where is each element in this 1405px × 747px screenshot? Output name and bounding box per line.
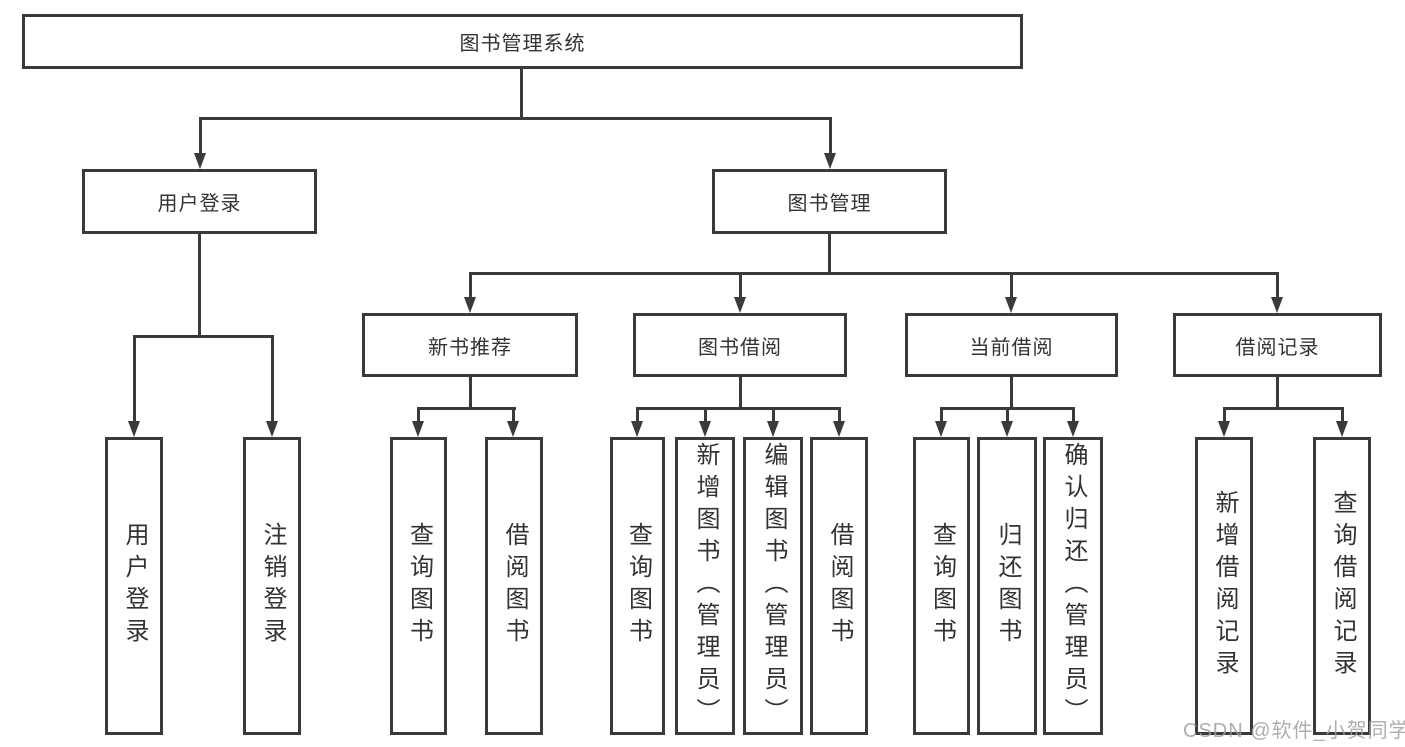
arrow-down-icon (1001, 421, 1013, 437)
connector-line (772, 407, 775, 423)
node-new-book-recommendation: 新书推荐 (362, 313, 578, 377)
connector-line (828, 234, 831, 275)
connector-line (469, 272, 1279, 275)
leaf-user-login: 用户登录 (105, 437, 163, 735)
arrow-down-icon (833, 421, 845, 437)
arrow-down-icon (412, 421, 424, 437)
leaf-edit-book-admin: 编辑图书（管理员） (743, 437, 803, 735)
arrow-down-icon (631, 421, 643, 437)
leaf-label: 借阅图书 (501, 522, 528, 650)
arrow-down-icon (507, 421, 519, 437)
node-label: 用户登录 (157, 193, 242, 215)
leaf-add-borrow-record: 新增借阅记录 (1195, 437, 1253, 735)
arrow-down-icon (1067, 421, 1079, 437)
connector-line (271, 335, 274, 422)
connector-line (1276, 272, 1279, 298)
arrow-down-icon (935, 421, 947, 437)
node-label: 图书管理 (787, 193, 872, 215)
leaf-add-book-admin: 新增图书（管理员） (675, 437, 735, 735)
arrow-down-icon (734, 297, 746, 313)
node-current-borrowing: 当前借阅 (905, 313, 1118, 377)
node-label: 图书管理系统 (459, 33, 586, 55)
arrow-down-icon (699, 421, 711, 437)
connector-line (1010, 377, 1013, 409)
arrow-down-icon (1005, 297, 1017, 313)
node-book-borrowing: 图书借阅 (633, 313, 847, 377)
node-book-management: 图书管理 (712, 169, 947, 234)
connector-line (829, 117, 832, 154)
connector-line (940, 407, 943, 423)
leaf-label: 注销登录 (259, 522, 286, 650)
connector-line (636, 407, 639, 423)
node-user-login: 用户登录 (82, 169, 317, 234)
leaf-logout: 注销登录 (243, 437, 301, 735)
connector-line (199, 117, 832, 120)
leaf-query-books-recommend: 查询图书 (390, 437, 447, 735)
leaf-label: 借阅图书 (826, 522, 853, 650)
arrow-down-icon (194, 153, 206, 169)
connector-line (469, 377, 472, 409)
node-library-management-system: 图书管理系统 (22, 14, 1023, 69)
leaf-label: 新增借阅记录 (1211, 490, 1238, 682)
arrow-down-icon (128, 421, 140, 437)
node-label: 新书推荐 (428, 336, 512, 359)
node-label: 当前借阅 (969, 336, 1054, 359)
leaf-label: 用户登录 (121, 522, 148, 650)
node-borrowing-records: 借阅记录 (1173, 313, 1382, 377)
connector-line (636, 407, 841, 410)
arrow-down-icon (1336, 421, 1348, 437)
connector-line (1223, 407, 1226, 423)
connector-line (1072, 407, 1075, 423)
leaf-confirm-return-admin: 确认归还（管理员） (1043, 437, 1103, 735)
node-label: 图书借阅 (698, 336, 782, 359)
leaf-label: 新增图书（管理员） (692, 442, 719, 730)
leaf-label: 归还图书 (994, 522, 1021, 650)
leaf-label: 确认归还（管理员） (1060, 442, 1087, 730)
connector-line (512, 407, 515, 423)
connector-line (520, 69, 523, 118)
connector-line (199, 117, 202, 154)
leaf-label: 查询图书 (624, 522, 652, 650)
leaf-label: 编辑图书（管理员） (760, 442, 787, 730)
connector-line (1223, 407, 1344, 410)
connector-line (417, 407, 516, 410)
node-label: 借阅记录 (1235, 336, 1320, 359)
leaf-query-borrow-record: 查询借阅记录 (1313, 437, 1371, 735)
connector-line (838, 407, 841, 423)
connector-line (469, 272, 472, 298)
arrow-down-icon (266, 421, 278, 437)
watermark: CSDN @软件_小贺同学 (1183, 720, 1405, 742)
connector-line (739, 272, 742, 298)
leaf-query-books-current: 查询图书 (913, 437, 970, 735)
leaf-borrow-books: 借阅图书 (810, 437, 868, 735)
connector-line (1006, 407, 1009, 423)
connector-line (198, 234, 201, 338)
connector-line (739, 377, 742, 409)
leaf-label: 查询图书 (405, 522, 433, 650)
connector-line (133, 335, 136, 422)
arrow-down-icon (1218, 421, 1230, 437)
connector-line (704, 407, 707, 423)
leaf-query-books-borrowing: 查询图书 (610, 437, 665, 735)
connector-line (1341, 407, 1344, 423)
arrow-down-icon (1271, 297, 1283, 313)
arrow-down-icon (824, 153, 836, 169)
arrow-down-icon (767, 421, 779, 437)
leaf-borrow-books-recommend: 借阅图书 (485, 437, 543, 735)
connector-line (417, 407, 420, 423)
leaf-label: 查询借阅记录 (1329, 490, 1356, 682)
connector-line (1010, 272, 1013, 298)
leaf-return-books: 归还图书 (977, 437, 1037, 735)
leaf-label: 查询图书 (928, 522, 956, 650)
connector-line (133, 335, 274, 338)
connector-line (1276, 377, 1279, 409)
arrow-down-icon (464, 297, 476, 313)
